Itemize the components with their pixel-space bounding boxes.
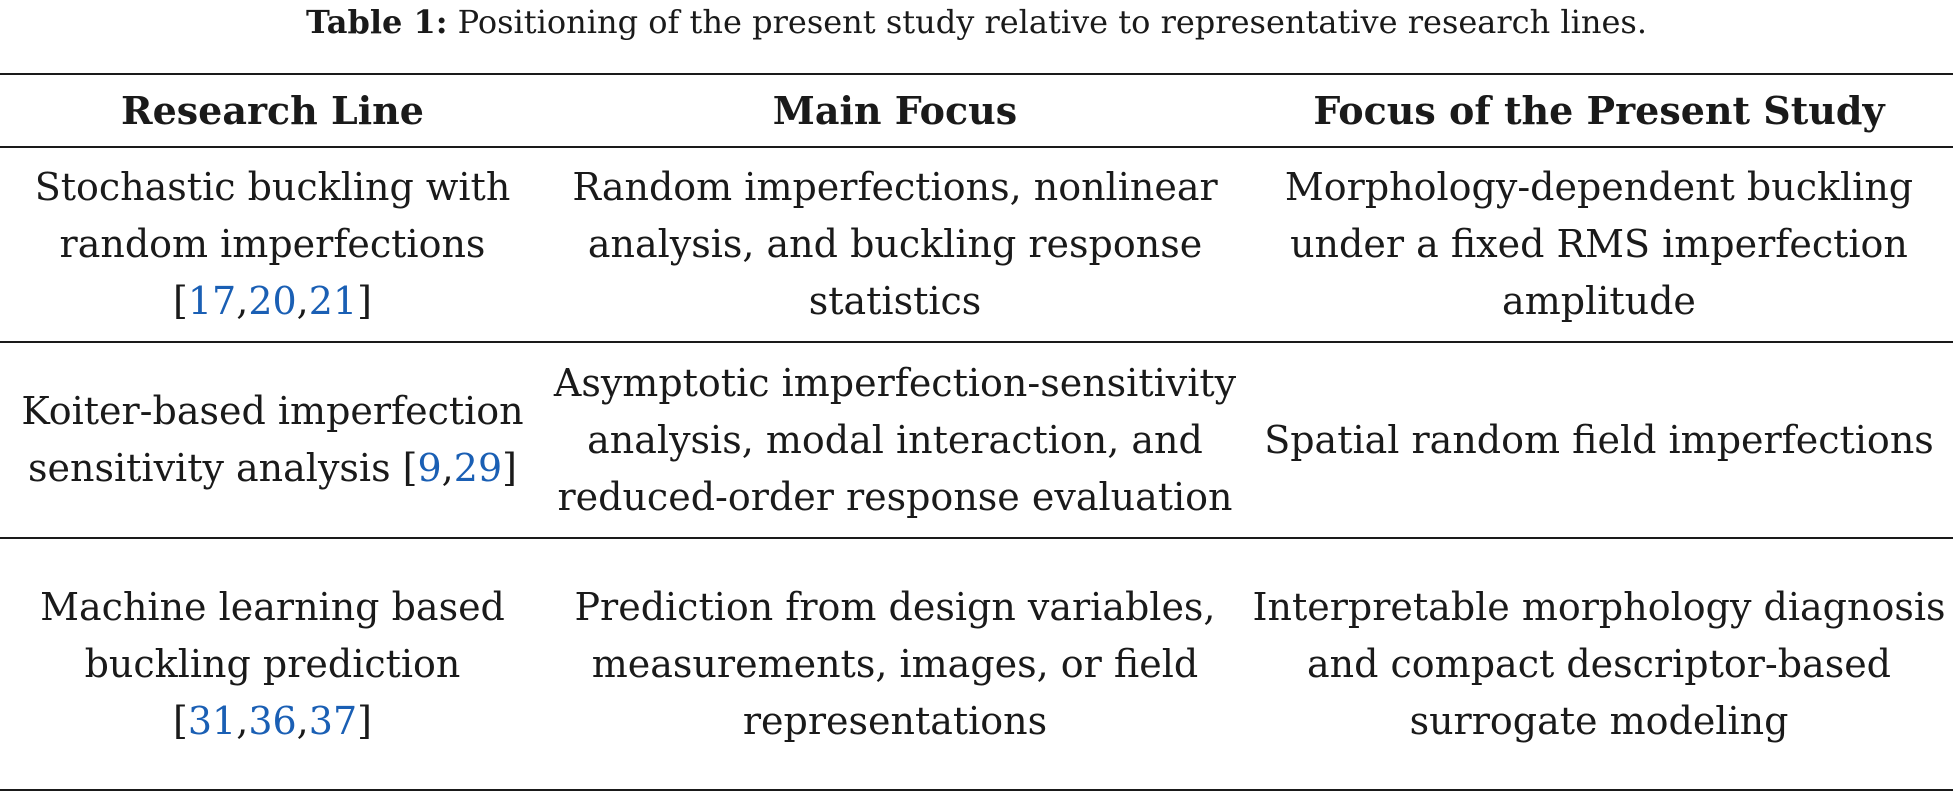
reference-link[interactable]: 17	[187, 279, 237, 323]
table-caption-label: Table 1:	[306, 3, 448, 41]
research-line-cell: Stochastic buckling with random imperfec…	[34, 165, 511, 323]
table-row: Stochastic buckling with random imperfec…	[0, 147, 1953, 342]
positioning-table: Research Line Main Focus Focus of the Pr…	[0, 73, 1953, 791]
reference-link[interactable]: 20	[248, 279, 297, 323]
table-row: Machine learning based buckling predicti…	[0, 538, 1953, 790]
main-focus-cell: Random imperfections, nonlinear analysis…	[572, 165, 1218, 323]
reference-link[interactable]: 29	[453, 446, 503, 490]
research-line-text: Stochastic buckling with random imperfec…	[34, 165, 511, 266]
research-line-text: Machine learning based buckling predicti…	[40, 584, 505, 686]
header-present-study: Focus of the Present Study	[1313, 87, 1885, 133]
present-study-cell: Spatial random field imperfections	[1264, 417, 1934, 462]
reference-link[interactable]: 21	[308, 279, 358, 323]
research-line-cell: Koiter-based imperfection sensitivity an…	[21, 389, 524, 490]
header-row: Research Line Main Focus Focus of the Pr…	[0, 74, 1953, 147]
present-study-cell: Morphology-dependent buckling under a fi…	[1284, 165, 1914, 323]
reference-link[interactable]: 31	[187, 698, 237, 743]
table-row: Koiter-based imperfection sensitivity an…	[0, 342, 1953, 538]
reference-link[interactable]: 9	[417, 446, 442, 490]
table-caption-text: Positioning of the present study relativ…	[457, 3, 1647, 41]
header-main-focus: Main Focus	[772, 87, 1018, 133]
present-study-cell: Interpretable morphology diagnosis and c…	[1252, 584, 1946, 743]
main-focus-cell: Asymptotic imperfection-sensitivity anal…	[553, 360, 1237, 519]
table-body: Stochastic buckling with random imperfec…	[0, 147, 1953, 790]
research-line-cell: Machine learning based buckling predicti…	[40, 584, 505, 743]
main-focus-cell: Prediction from design variables, measur…	[574, 584, 1216, 743]
reference-link[interactable]: 36	[248, 698, 297, 743]
table-header: Research Line Main Focus Focus of the Pr…	[0, 74, 1953, 147]
table-caption: Table 1:Positioning of the present study…	[0, 0, 1953, 50]
header-research-line: Research Line	[121, 87, 424, 133]
research-line-text: Koiter-based imperfection sensitivity an…	[21, 389, 524, 490]
reference-link[interactable]: 37	[308, 698, 358, 743]
